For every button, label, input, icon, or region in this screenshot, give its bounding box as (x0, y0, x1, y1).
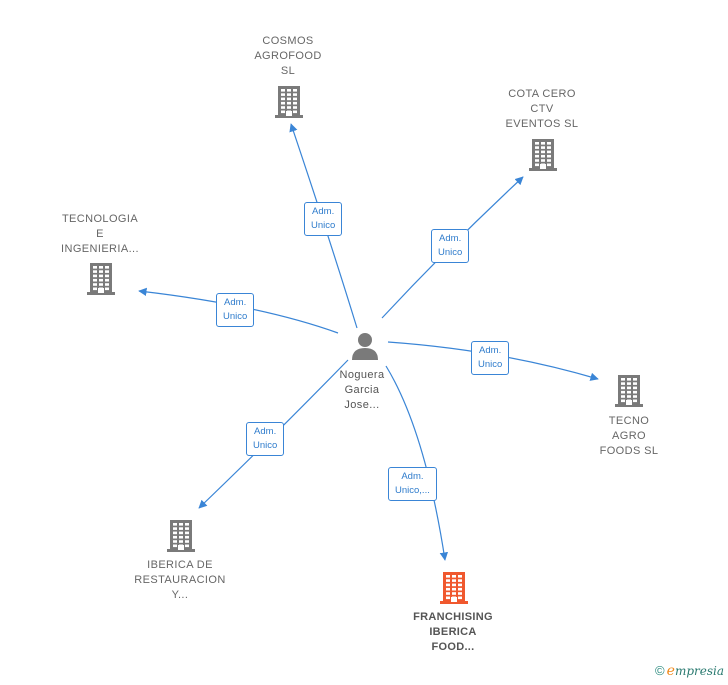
building-icon (529, 139, 557, 171)
relation-label-line: Adm. (401, 471, 424, 482)
relation-label-franchising[interactable]: Adm. Unico,... (388, 467, 437, 501)
relation-label-line: Adm. (439, 233, 462, 244)
label-line: FRANCHISING (413, 611, 493, 623)
building-icon (275, 86, 303, 118)
relation-label-line: Adm. (312, 206, 335, 217)
label-line: Noguera (339, 369, 385, 381)
company-label-iberica-rest[interactable]: IBERICA DE RESTAURACION Y... (110, 558, 250, 603)
label-line: Jose... (344, 399, 380, 411)
label-line: CTV (530, 103, 554, 115)
edge-franchising (385, 365, 449, 561)
building-icon (440, 572, 468, 604)
label-line: E (96, 228, 104, 240)
building-icon (615, 375, 643, 407)
company-label-franchising[interactable]: FRANCHISING IBERICA FOOD... (383, 610, 523, 655)
brand-initial: e (666, 663, 675, 679)
label-line: AGROFOOD (254, 50, 322, 62)
relation-label-line: Unico (223, 311, 248, 322)
label-line: IBERICA DE (147, 559, 213, 571)
label-line: EVENTOS SL (505, 118, 579, 130)
person-icon[interactable] (350, 331, 380, 361)
building-icon (167, 520, 195, 552)
relation-label-line: Unico (478, 359, 503, 370)
building-icon (87, 263, 115, 295)
label-line: Y... (171, 589, 189, 601)
relation-label-cota-cero[interactable]: Adm. Unico (431, 229, 470, 263)
company-label-tecno-agro[interactable]: TECNO AGRO FOODS SL (559, 414, 699, 459)
relation-label-line: Adm. (224, 297, 247, 308)
label-line: FOODS SL (599, 445, 659, 457)
copyright-symbol: © (655, 663, 665, 678)
company-label-cota-cero[interactable]: COTA CERO CTV EVENTOS SL (472, 87, 612, 132)
label-line: SL (280, 65, 296, 77)
relation-label-tecno-agro[interactable]: Adm. Unico (471, 341, 510, 375)
relation-label-cosmos[interactable]: Adm. Unico (304, 202, 343, 236)
label-line: TECNO (608, 415, 650, 427)
company-label-tecnologia[interactable]: TECNOLOGIA E INGENIERIA... (30, 212, 170, 257)
relation-label-line: Unico (253, 440, 278, 451)
label-line: RESTAURACION (134, 574, 226, 586)
relation-label-line: Unico (438, 247, 463, 258)
label-line: INGENIERIA... (61, 243, 139, 255)
relation-label-iberica-rest[interactable]: Adm. Unico (246, 422, 285, 456)
footer-brand: ©empresia (655, 663, 724, 679)
relation-label-line: Unico,... (395, 485, 430, 496)
label-line: FOOD... (431, 641, 475, 653)
label-line: AGRO (612, 430, 646, 442)
label-line: Garcia (344, 384, 380, 396)
relation-label-tecnologia[interactable]: Adm. Unico (216, 293, 255, 327)
label-line: TECNOLOGIA (61, 213, 139, 225)
label-line: COTA CERO (508, 88, 576, 100)
relation-label-line: Adm. (254, 426, 277, 437)
label-line: IBERICA (429, 626, 477, 638)
brand-name: mpresia (674, 664, 724, 678)
relation-label-line: Adm. (479, 345, 502, 356)
relation-label-line: Unico (311, 220, 336, 231)
label-line: COSMOS (262, 35, 314, 47)
company-label-cosmos[interactable]: COSMOS AGROFOOD SL (218, 34, 358, 79)
